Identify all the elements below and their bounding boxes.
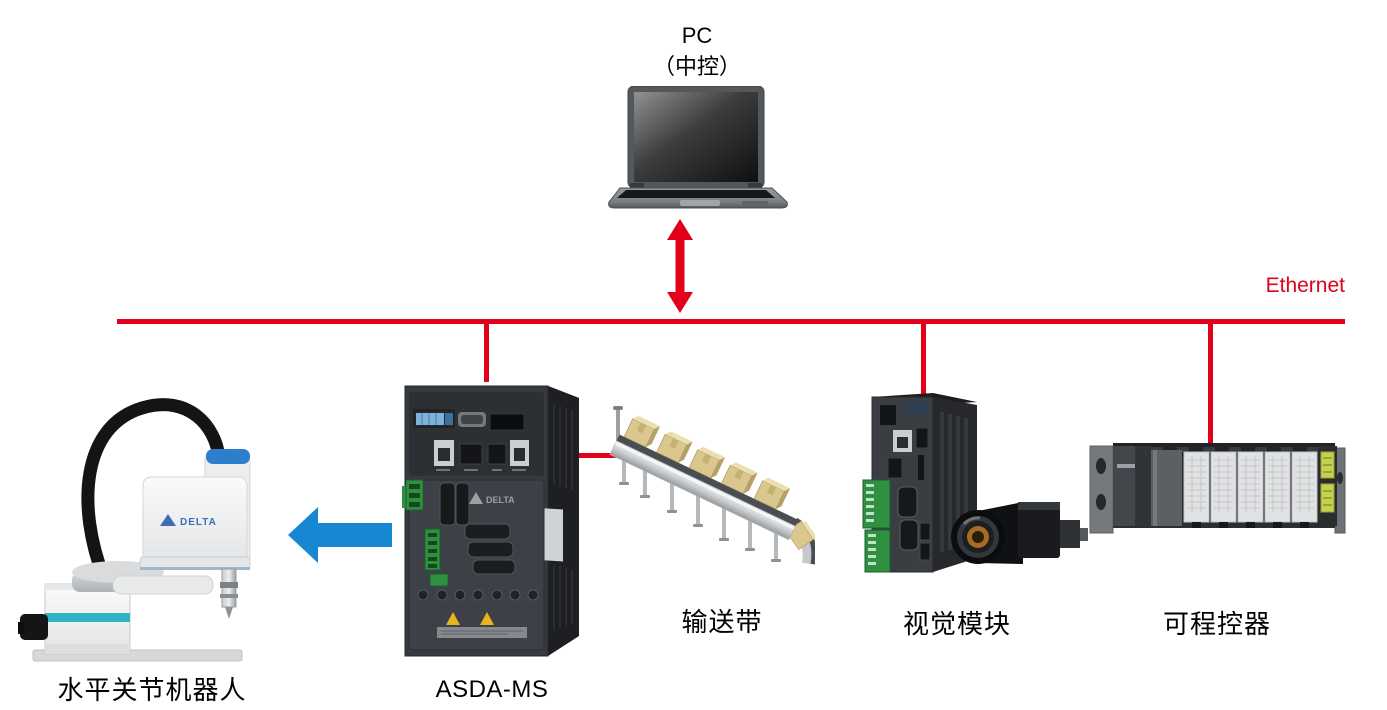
plc-icon <box>1089 443 1346 534</box>
robot-label: 水平关节机器人 <box>57 675 247 705</box>
asda-label: ASDA-MS <box>435 676 549 703</box>
laptop-icon <box>608 86 788 209</box>
ethernet-label: Ethernet <box>1265 274 1345 297</box>
conveyor-icon <box>609 406 815 565</box>
asda-conveyor-link-line <box>574 453 622 458</box>
drop-line-plc <box>1208 322 1213 444</box>
robot-delta-logo: DELTA <box>180 517 217 528</box>
drop-line-vision <box>921 322 926 398</box>
pc-title: PC <box>681 23 713 48</box>
pc-label: PC （中控） <box>597 20 797 82</box>
pc-subtitle: （中控） <box>652 54 741 79</box>
vision-module-icon <box>862 393 1088 573</box>
drive-delta-logo: DELTA <box>486 495 515 505</box>
asda-drive-icon: DELTA <box>402 385 579 657</box>
drop-line-asda <box>484 322 489 382</box>
conveyor-label: 输送带 <box>681 607 763 637</box>
plc-label: 可程控器 <box>1162 609 1271 639</box>
scara-robot-icon: DELTA <box>18 398 251 662</box>
blue-arrow-icon <box>288 507 392 563</box>
ethernet-bus-line <box>117 319 1345 324</box>
vision-label: 视觉模块 <box>902 609 1011 639</box>
ethernet-arrow-icon <box>667 219 693 313</box>
